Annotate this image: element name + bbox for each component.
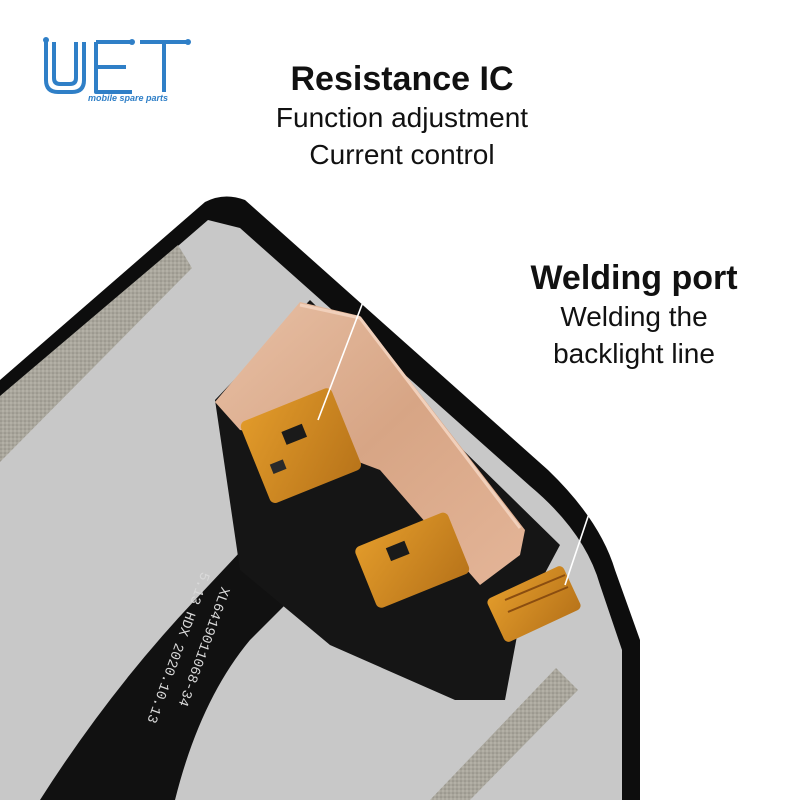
resistance-ic-callout: Resistance IC Function adjustment Curren… xyxy=(252,59,552,173)
resistance-ic-line-1: Function adjustment xyxy=(275,102,529,133)
brand-logo xyxy=(43,37,191,94)
flex-cable xyxy=(40,520,330,800)
resistance-ic-pad xyxy=(240,388,362,503)
resistance-ic-title: Resistance IC xyxy=(290,60,514,98)
resistance-ic-leader xyxy=(317,183,409,421)
welding-port-callout: Welding port Welding the backlight line xyxy=(500,258,768,372)
adhesive-strip-top-left xyxy=(0,245,192,462)
adhesive-strip-bottom-right xyxy=(430,668,578,800)
welding-port-line-1: Welding the xyxy=(560,301,708,332)
brand-tagline: mobile spare parts xyxy=(88,93,169,103)
welding-port-line-2: backlight line xyxy=(553,338,715,369)
welding-port-pad xyxy=(487,566,581,642)
welding-port-title: Welding port xyxy=(530,259,738,297)
welding-port-leader xyxy=(564,385,633,586)
copper-tape xyxy=(215,302,525,585)
component-pad xyxy=(355,512,470,608)
resistance-ic-line-2: Current control xyxy=(309,139,495,170)
